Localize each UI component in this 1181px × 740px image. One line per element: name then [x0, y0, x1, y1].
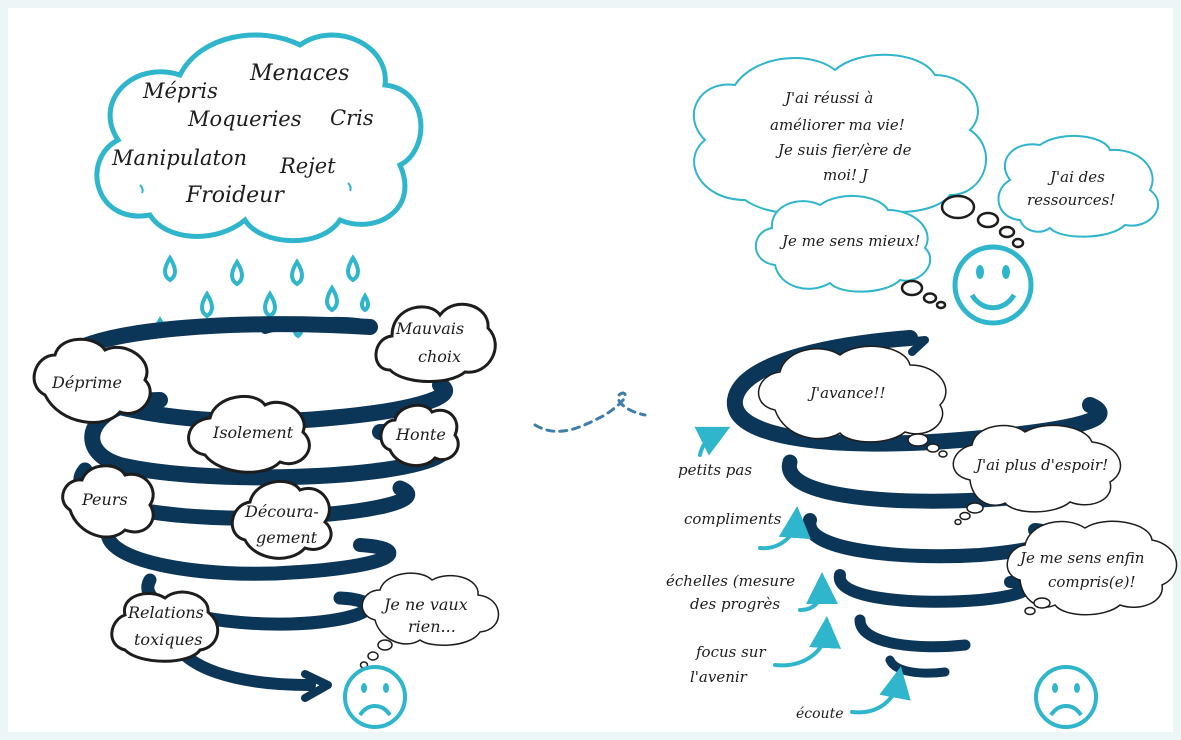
spiral-word-gement: gement [256, 528, 318, 547]
rain-word-froideur: Froideur [185, 183, 285, 208]
step-echelles: échelles (mesure [666, 572, 795, 590]
right-thought-bubble-ressources [997, 134, 1160, 238]
rain-word-menaces: Menaces [249, 61, 349, 86]
thought-mieux: Je me sens mieux! [779, 232, 920, 250]
thought-ameliorer: améliorer ma vie! [770, 116, 905, 134]
spiral-word-toxiques: toxiques [134, 630, 202, 649]
left-thought-bubble [359, 572, 500, 669]
step-progres: des progrès [690, 595, 780, 613]
bubble-text-compris: compris(e)! [1048, 573, 1136, 591]
thought-je-ne-vaux: Je ne vaux [381, 595, 468, 614]
thought-moi: moi! J [823, 166, 869, 184]
bubble-text-espoir: J'ai plus d'espoir! [973, 456, 1108, 474]
rain-word-mepris: Mépris [142, 79, 218, 103]
rain-word-rejet: Rejet [279, 154, 336, 178]
right-spiral-bubbles [758, 345, 1178, 616]
thought-jai-des: J'ai des [1047, 168, 1105, 186]
cloud-peurs [61, 464, 155, 539]
bubble-espoir [952, 424, 1122, 513]
cloud-relations-toxiques [110, 590, 220, 663]
right-sad-face-icon [1034, 665, 1098, 729]
step-ecoute: écoute [796, 706, 843, 722]
rain-word-moqueries: Moqueries [187, 107, 302, 131]
cloud-isolement [187, 394, 311, 474]
bubble-text-javance: J'avance!! [807, 384, 886, 402]
bubble-compris [1006, 520, 1178, 616]
thought-dots [900, 194, 1025, 310]
cloud-honte [379, 403, 460, 467]
spiral-word-decoura: Découra- [244, 502, 319, 521]
rain-word-cris: Cris [330, 106, 374, 130]
spiral-word-mauvais: Mauvais [395, 319, 464, 338]
left-sad-face-icon [343, 665, 407, 729]
step-focus-sur: focus sur [695, 643, 766, 661]
arrow-focus [773, 616, 842, 668]
thought-ressources: ressources! [1027, 191, 1115, 209]
cloud-deprime [32, 337, 152, 424]
dashed-arrow-icon [533, 391, 647, 433]
step-compliments: compliments [684, 510, 782, 528]
arrow-ecoute [850, 666, 911, 715]
rain-cloud [94, 32, 424, 244]
bubble-javance [758, 345, 947, 443]
spiral-word-relations: Relations [127, 603, 204, 622]
cloud-mauvais-choix [374, 302, 497, 383]
spiral-word-honte: Honte [395, 425, 446, 444]
spiral-word-choix: choix [418, 347, 461, 366]
rain-word-manipulaton: Manipulaton [111, 146, 247, 170]
thought-rien: rien... [408, 617, 456, 636]
thought-fier: Je suis fier/ère de [775, 141, 912, 159]
step-avenir: l'avenir [690, 668, 748, 686]
cloud-decouragement [230, 480, 333, 560]
bubble-text-enfin: Je me sens enfin [1017, 549, 1144, 567]
thought-reussi: J'ai réussi à [782, 89, 873, 107]
happy-face-icon [952, 244, 1034, 326]
left-spiral-clouds [32, 302, 497, 663]
arrow-compliments [758, 506, 811, 551]
right-thought-bubble-mieux [754, 194, 932, 293]
arrow-petits-pas [694, 426, 731, 457]
spiral-word-deprime: Déprime [51, 373, 122, 392]
step-petits-pas: petits pas [678, 461, 752, 479]
spiral-word-isolement: Isolement [212, 423, 294, 442]
arrow-echelles [798, 572, 838, 612]
step-arrows [694, 426, 911, 715]
spiral-word-peurs: Peurs [81, 490, 128, 509]
